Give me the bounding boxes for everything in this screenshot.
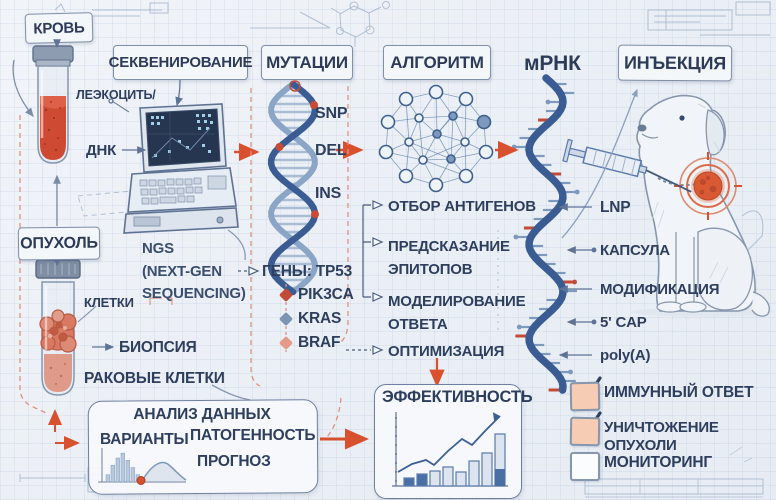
neural-network-illustration (378, 84, 494, 193)
header-algorithm-label: АЛГОРИТМ (390, 52, 484, 72)
analysis-pathogenicity-label: ПАТОГЕННОСТЬ (190, 427, 316, 444)
cells-label: КЛЕТКИ (84, 295, 134, 310)
sequencer-machine-illustration (123, 103, 239, 234)
genes-title: ГЕНЫ: TP53 (262, 263, 353, 280)
mrna-annotation-polya: poly(A) (600, 347, 651, 364)
leukocytes-label: ЛЕЭКОЦИТЬ/ (76, 88, 156, 102)
algorithm-step-epitope-prediction: ПРЕДСКАЗАНИЕ ЭПИТОПОВ (388, 238, 510, 279)
efficacy-bar-chart (392, 412, 508, 487)
checklist-tumor-destruction-label: УНИЧТОЖЕНИЕ ОПУХОЛИ (604, 419, 719, 454)
mrna-annotation-modification: МОДИФИКАЦИЯ (600, 281, 720, 298)
screen-pixels (151, 114, 213, 157)
mutation-type-snp: SNP (315, 105, 348, 122)
variant-distribution-chart (98, 448, 187, 485)
dna-label: ДНК (86, 142, 117, 159)
dog-tail (751, 291, 770, 317)
header-algorithm: АЛГОРИТМ (383, 45, 491, 80)
header-mutations: МУТАЦИИ (261, 45, 353, 80)
data-analysis-title: АНАЛИЗ ДАННЫХ (133, 406, 271, 423)
efficacy-title: ЭФФЕКТИВНОСТЬ (382, 388, 533, 406)
target-icon (674, 152, 742, 220)
checkbox-tumor-destruction[interactable] (569, 416, 601, 447)
analysis-prognosis-label: ПРОГНОЗ (197, 453, 271, 470)
gene-pik3ca: PIK3CA (298, 286, 354, 303)
header-mutations-label: МУТАЦИИ (266, 52, 348, 72)
tumor-label-box: ОПУХОЛЬ (17, 226, 101, 261)
ngs-label: NGS (NEXT-GEN SEQUENCING) (142, 240, 246, 302)
mrna-annotation-capsule: КАПСУЛА (600, 242, 670, 259)
checklist-monitoring-label: МОНИТОРИНГ (604, 454, 712, 471)
mrna-annotation-5cap: 5' CAP (600, 314, 647, 331)
gene-kras: KRAS (298, 310, 342, 327)
checkbox-monitoring[interactable] (570, 452, 600, 481)
header-sequencing-label: СЕКВЕНИРОВАНИЕ (108, 54, 253, 71)
mutation-type-ins: INS (315, 185, 342, 202)
algorithm-step-optimization: ОПТИМИЗАЦИЯ (388, 343, 505, 360)
algorithm-step-response-modeling: МОДЕЛИРОВАНИЕ ОТВЕТА (388, 293, 526, 334)
biopsy-label: БИОПСИЯ (119, 339, 197, 356)
algorithm-step-antigen-selection: ОТБОР АНТИГЕНОВ (388, 198, 536, 215)
tumor-tube-illustration (35, 259, 81, 396)
dog-eye (679, 115, 685, 121)
analysis-variants-label: ВАРИАНТЫ (100, 431, 189, 448)
molecule-doodle (330, 1, 390, 47)
keyboard-keys (139, 175, 227, 205)
checklist-immune-response-label: ИММУННЫЙ ОТВЕТ (604, 384, 754, 401)
checkbox-immune-response[interactable] (569, 381, 601, 412)
mrna-annotation-lnp: LNP (600, 199, 631, 216)
blood-tube-illustration (32, 45, 74, 164)
dna-helix-illustration (267, 80, 319, 296)
dog-nose (637, 124, 647, 132)
mrna-strand-illustration (511, 74, 580, 394)
mutation-type-del: DEL (315, 142, 347, 159)
syringe-illustration (562, 138, 692, 193)
gene-braf: BRAF (298, 334, 341, 351)
dog-hind-leg (697, 227, 753, 311)
header-sequencing: СЕКВЕНИРОВАНИЕ (109, 45, 253, 80)
tumor-label: ОПУХОЛЬ (20, 234, 98, 252)
header-mrna: мРНК (524, 52, 581, 75)
cancer-cells-label: РАКОВЫЕ КЛЕТКИ (84, 370, 225, 387)
